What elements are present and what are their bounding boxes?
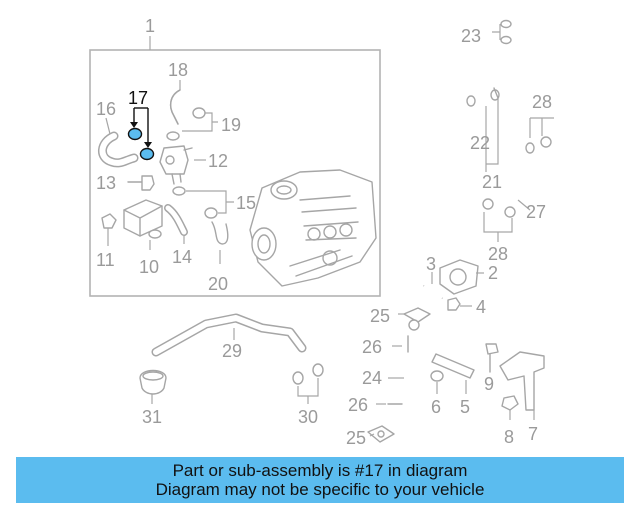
callout-21: 21: [482, 172, 502, 192]
callout-10: 10: [139, 257, 159, 277]
parts-27-28-oil-return: [482, 117, 554, 242]
callout-29: 29: [222, 341, 242, 361]
callout-26b: 26: [348, 395, 368, 415]
part-29-hose: [151, 313, 307, 357]
callout-13: 13: [96, 173, 116, 193]
part-14-pipe: [164, 204, 188, 244]
parts-7-8-bracket: [499, 351, 545, 420]
parts-2-4-flange: [423, 259, 484, 311]
callout-31: 31: [142, 407, 162, 427]
part-17-clamps-highlighted: [127, 107, 155, 161]
callout-14: 14: [172, 247, 192, 267]
callout-6: 6: [431, 397, 441, 417]
callout-9: 9: [484, 374, 494, 394]
callout-30: 30: [298, 407, 318, 427]
assembly-frame: [89, 49, 381, 297]
callout-26a: 26: [362, 337, 382, 357]
banner-line-part-number: Part or sub-assembly is #17 in diagram: [172, 461, 468, 480]
callout-8: 8: [504, 427, 514, 447]
callout-23: 23: [461, 26, 481, 46]
part-13-bolt: [127, 175, 155, 191]
callout-22: 22: [470, 133, 490, 153]
callout-12: 12: [208, 151, 228, 171]
part-26-bolts: [376, 335, 409, 405]
callout-15: 15: [236, 193, 256, 213]
callout-18: 18: [168, 60, 188, 80]
part-10-solenoid: [123, 199, 163, 250]
turbo-manifold: [249, 169, 377, 287]
parts-5-6-bracket: [430, 353, 475, 394]
part-12-valve: [159, 145, 206, 185]
callout-25a: 25: [370, 306, 390, 326]
part-20-hose: [211, 221, 229, 245]
exploded-parts-diagram: 1 2 3 4 5 6 7 8 9 10 11 12 13 14 15 16 1…: [89, 16, 554, 448]
part-15-clamps: [172, 186, 234, 219]
callout-11: 11: [96, 250, 115, 270]
part-24-pipe: [367, 307, 431, 443]
callout-1: 1: [145, 16, 155, 36]
part-19-clamps: [166, 107, 218, 141]
part-9-bolt: [485, 343, 499, 373]
banner-line-disclaimer: Diagram may not be specific to your vehi…: [155, 480, 485, 499]
callout-4: 4: [476, 297, 486, 317]
callout-27: 27: [526, 202, 546, 222]
part-31-cap: [139, 369, 167, 404]
info-banner: Part or sub-assembly is #17 in diagram D…: [16, 457, 624, 503]
callout-28b: 28: [488, 244, 508, 264]
callout-3: 3: [426, 254, 436, 274]
callout-28a: 28: [532, 92, 552, 112]
part-11-bolt: [101, 213, 117, 246]
callout-16: 16: [96, 99, 116, 119]
callout-7: 7: [528, 424, 538, 444]
callout-20: 20: [208, 274, 228, 294]
callout-5: 5: [460, 397, 470, 417]
part-30-clamps: [292, 363, 324, 404]
callout-25b: 25: [346, 428, 366, 448]
callout-19: 19: [221, 115, 241, 135]
parts-21-23-oil-line: [466, 19, 550, 172]
callout-2: 2: [488, 263, 498, 283]
callout-24: 24: [362, 368, 382, 388]
callout-17-highlighted: 17: [128, 88, 148, 108]
part-16-hose: [98, 117, 139, 168]
